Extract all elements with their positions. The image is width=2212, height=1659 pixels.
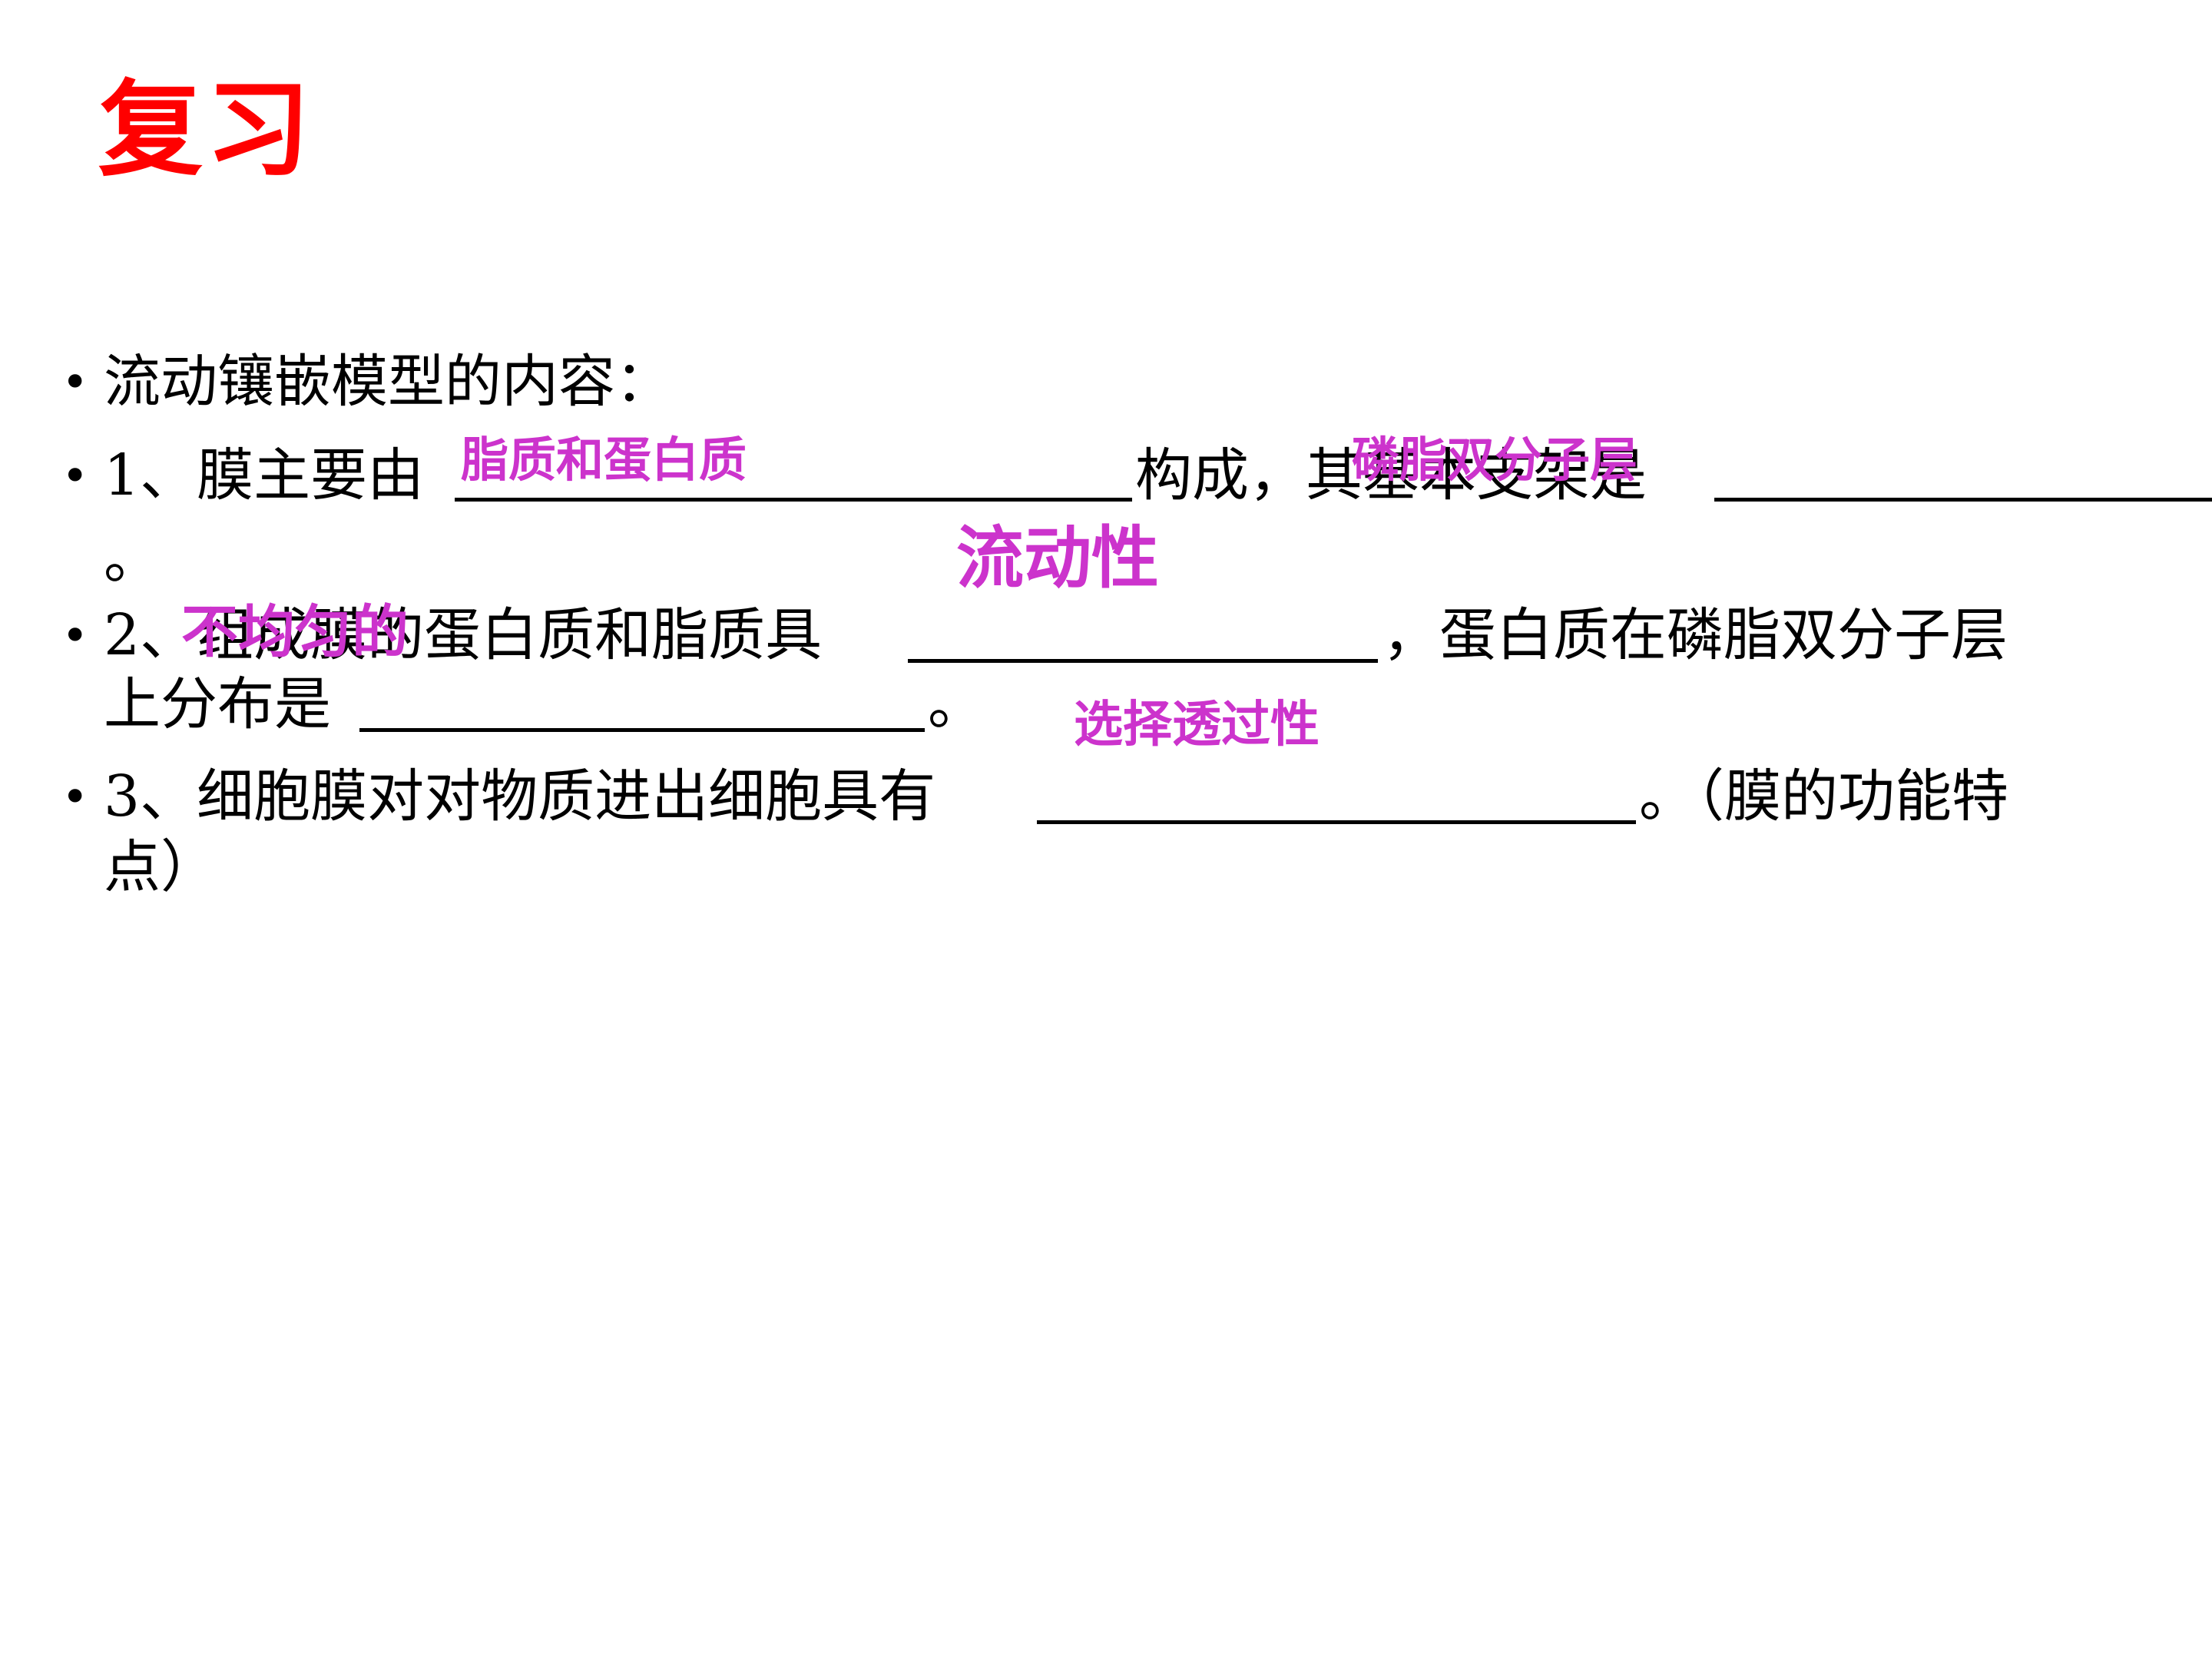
item-2-line2-a: 上分布是 [104, 671, 331, 737]
bullet-marker: • [61, 356, 89, 409]
bullet-marker: • [61, 770, 89, 824]
item-2-text-b: ，蛋白质在磷脂双分子层 [1382, 602, 2008, 668]
item-heading: 流动镶嵌模型的内容： [104, 349, 672, 415]
item-3-text-a: 3、细胞膜对对物质进出细胞具有 [104, 763, 936, 830]
item-1-blank-1 [455, 498, 1132, 502]
item-2-blank-2 [359, 728, 925, 732]
item-3-blank-1 [1037, 820, 1636, 824]
item-1-text-cont: 。 [104, 525, 161, 591]
bullet-marker: • [61, 609, 89, 663]
slide-title: 复习 [98, 70, 313, 191]
item-3-line2: 点） [104, 834, 217, 900]
item-1-text-b: 构成，其基本支架是 [1135, 442, 1647, 508]
item-1-blank-2 [1714, 498, 2212, 502]
item-2-blank-1 [908, 659, 1378, 663]
answer-2-2: 不均匀的 [181, 599, 409, 665]
item-2-line2-b: 。 [928, 671, 985, 737]
item-3-text-b: 。（膜的功能特 [1639, 763, 2008, 830]
answer-3-1: 选择透过性 [1074, 697, 1320, 753]
answer-2-1: 流动性 [956, 518, 1160, 598]
item-1-text-a: 1、膜主要由 [104, 442, 425, 508]
bullet-marker: • [61, 449, 89, 503]
item-2-text-a: 2、组成膜的蛋白质和脂质具 [104, 602, 823, 668]
answer-1-2: 磷脂双分子层 [1352, 432, 1638, 488]
answer-1-1: 脂质和蛋白质 [461, 432, 747, 488]
